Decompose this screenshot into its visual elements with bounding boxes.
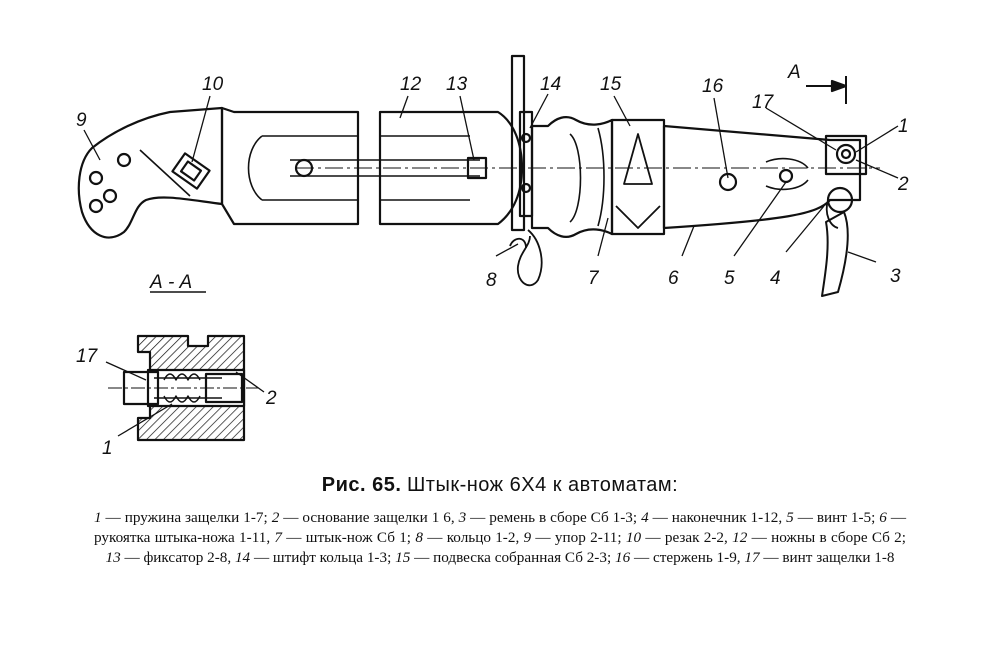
legend-item-text: — подвеска собранная Сб 2-3;	[410, 549, 615, 566]
legend-item-number: 1	[94, 509, 102, 526]
ring	[517, 229, 543, 287]
section-label-17: 17	[76, 346, 99, 367]
scabbard-body	[220, 106, 360, 226]
bayonet-technical-drawing: 9 10 12 13 14 15 16 17 А 1 2 3 4 5 6 7 8…	[76, 54, 909, 459]
figure-caption: Рис. 65. Штык-нож 6Х4 к автоматам:	[0, 474, 1000, 497]
figure-legend: 1 — пружина защелки 1-7; 2 — основание з…	[94, 508, 906, 568]
legend-item-text: — винт защелки 1-8	[759, 549, 895, 566]
label-17: 17	[752, 92, 775, 113]
legend-item-number: 6	[879, 509, 887, 526]
legend-item-number: 8	[415, 529, 423, 546]
legend-item-text: — наконечник 1-12,	[648, 509, 787, 526]
handle	[662, 124, 862, 230]
caption-title: Штык-нож 6Х4 к автоматам:	[406, 474, 679, 496]
legend-item-text: — ножны в сборе Сб 2;	[747, 529, 906, 546]
label-8: 8	[486, 270, 497, 291]
legend-item-text: — штык-нож Сб 1;	[282, 529, 416, 546]
legend-item-number: 17	[744, 549, 760, 566]
label-4: 4	[770, 268, 781, 289]
legend-item-text: — кольцо 1-2,	[422, 529, 524, 546]
cutter	[171, 152, 211, 190]
legend-item-text: — винт 1-5;	[793, 509, 880, 526]
legend-item-text: — основание защелки 1 6,	[279, 509, 459, 526]
legend-item-number: 16	[614, 549, 631, 566]
legend-item-number: 5	[786, 509, 794, 526]
caption-number: Рис. 65.	[321, 474, 402, 496]
label-1: 1	[898, 116, 909, 137]
label-16: 16	[702, 76, 724, 97]
legend-item-number: 15	[395, 549, 411, 566]
tip-hole	[88, 170, 104, 186]
section-a-a	[105, 291, 265, 442]
legend-item-number: 12	[732, 529, 748, 546]
legend-item-number: 10	[625, 529, 642, 546]
label-14: 14	[540, 74, 561, 95]
scabbard-tip	[77, 106, 224, 239]
legend-item-text: — пружина защелки 1-7;	[101, 509, 272, 526]
legend-item-number: 3	[458, 509, 467, 526]
label-6: 6	[668, 268, 679, 289]
label-15: 15	[600, 74, 622, 95]
legend-item-text: — фиксатор 2-8,	[120, 549, 235, 566]
legend-item-text: — упор 2-11;	[531, 529, 626, 546]
legend-item-text: — резак 2-2,	[641, 529, 733, 546]
label-5: 5	[724, 268, 735, 289]
legend-item-number: 2	[271, 509, 280, 526]
latch-spring	[835, 143, 857, 165]
legend-item-text: — стержень 1-9,	[630, 549, 745, 566]
section-title: А - А	[149, 272, 192, 293]
legend-item-text: — ремень в сборе Сб 1-3;	[466, 509, 642, 526]
section-arrow	[806, 76, 847, 104]
label-3: 3	[890, 266, 901, 287]
label-12: 12	[400, 74, 422, 95]
legend-item-number: 14	[234, 549, 251, 566]
section-label-2: 2	[265, 388, 277, 409]
legend-item-text: — штифт кольца 1-3;	[250, 549, 396, 566]
label-13: 13	[446, 74, 468, 95]
label-10: 10	[202, 74, 224, 95]
label-section-marker: А	[787, 62, 801, 83]
ring-plate	[510, 54, 526, 232]
rod	[718, 172, 738, 192]
label-7: 7	[588, 268, 600, 289]
legend-item-number: 13	[105, 549, 121, 566]
section-label-1: 1	[102, 438, 113, 459]
legend-item-text: — рукоятка штыка-ножа 1-11,	[94, 509, 907, 546]
label-2: 2	[897, 174, 909, 195]
legend-item-number: 4	[641, 509, 649, 526]
legend-item-number: 7	[274, 529, 283, 546]
belt	[821, 211, 849, 297]
label-9: 9	[76, 110, 87, 131]
screw	[778, 168, 794, 184]
legend-item-number: 9	[523, 529, 532, 546]
